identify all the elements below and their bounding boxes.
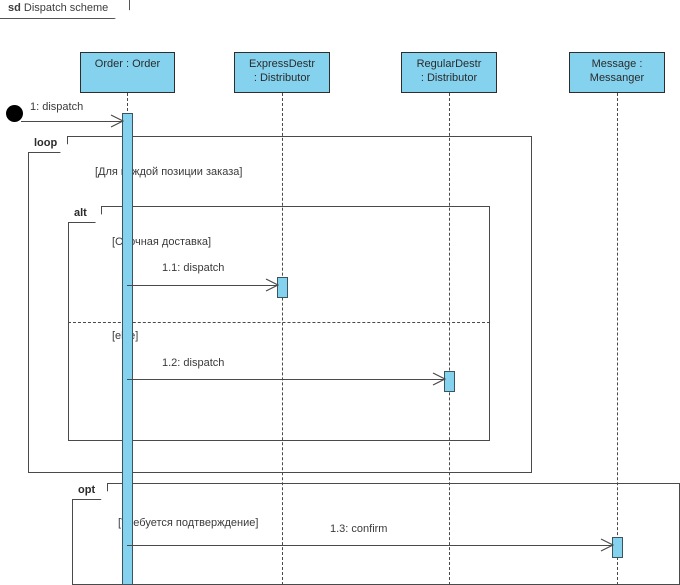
fragment-loop[interactable] (28, 136, 532, 473)
fragment-operator-loop: loop (28, 136, 68, 153)
lifeline-express (282, 93, 283, 585)
message-arrow-m1 (110, 114, 125, 128)
message-arrow-m1_1 (265, 278, 280, 292)
fragment-alt[interactable] (68, 206, 490, 441)
message-line-m1_1[interactable] (127, 285, 277, 286)
fragment-operator-alt: alt (68, 206, 102, 223)
diagram-title-area: sd Dispatch scheme (0, 0, 130, 19)
lifeline-head-regular[interactable]: RegularDestr : Distributor (401, 52, 497, 93)
lifeline-messenger (617, 93, 618, 585)
message-arrow-m1_2 (432, 372, 447, 386)
message-label-m1: 1: dispatch (30, 101, 84, 113)
message-label-m1_3: 1.3: confirm (330, 523, 388, 535)
fragment-guard-loop: [Для каждой позиции заказа] (95, 166, 243, 178)
regular-activation[interactable] (444, 371, 455, 392)
message-arrow-m1_3 (600, 538, 615, 552)
fragment-guard-opt: [Требуется подтверждение] (118, 517, 259, 529)
lifeline-head-order[interactable]: Order : Order (80, 52, 175, 93)
message-label-m1_2: 1.2: dispatch (162, 357, 225, 369)
diagram-kind-label: sd (8, 2, 21, 14)
messenger-activation[interactable] (612, 537, 623, 558)
diagram-frame-tab (0, 0, 130, 19)
order-activation[interactable] (122, 113, 133, 585)
message-line-m1[interactable] (21, 121, 122, 122)
express-activation[interactable] (277, 277, 288, 298)
lifeline-head-messenger[interactable]: Message : Messanger (569, 52, 665, 93)
fragment-divider-alt (68, 322, 490, 323)
start-node (6, 105, 23, 122)
message-label-m1_1: 1.1: dispatch (162, 262, 225, 274)
page-title: Dispatch scheme (23, 2, 109, 14)
fragment-operator-opt: opt (72, 483, 108, 500)
lifeline-regular (449, 93, 450, 585)
lifeline-head-express[interactable]: ExpressDestr : Distributor (234, 52, 330, 93)
message-line-m1_3[interactable] (127, 545, 612, 546)
message-line-m1_2[interactable] (127, 379, 444, 380)
fragment-guard-alt: [Срочная доставка] (112, 236, 212, 248)
